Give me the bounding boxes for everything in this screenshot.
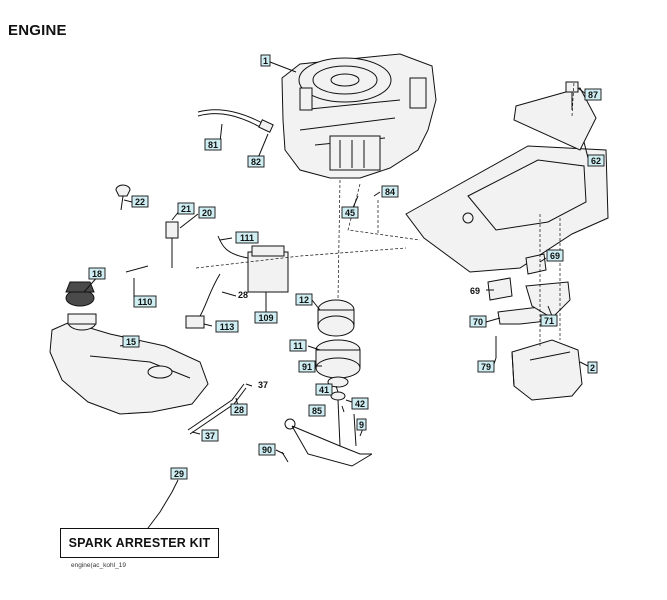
fuel-filter xyxy=(247,251,289,293)
engine-drawing xyxy=(281,53,437,179)
diagram-title: ENGINE xyxy=(8,22,67,39)
dipstick-tube xyxy=(197,113,263,129)
drawing-code: engine(ac_kohl_19 xyxy=(71,562,126,569)
muffler xyxy=(511,339,583,401)
frame-plate xyxy=(405,145,609,273)
fuel-tank xyxy=(49,321,209,415)
spark-arrester-kit-label: SPARK ARRESTER KIT xyxy=(60,528,219,558)
